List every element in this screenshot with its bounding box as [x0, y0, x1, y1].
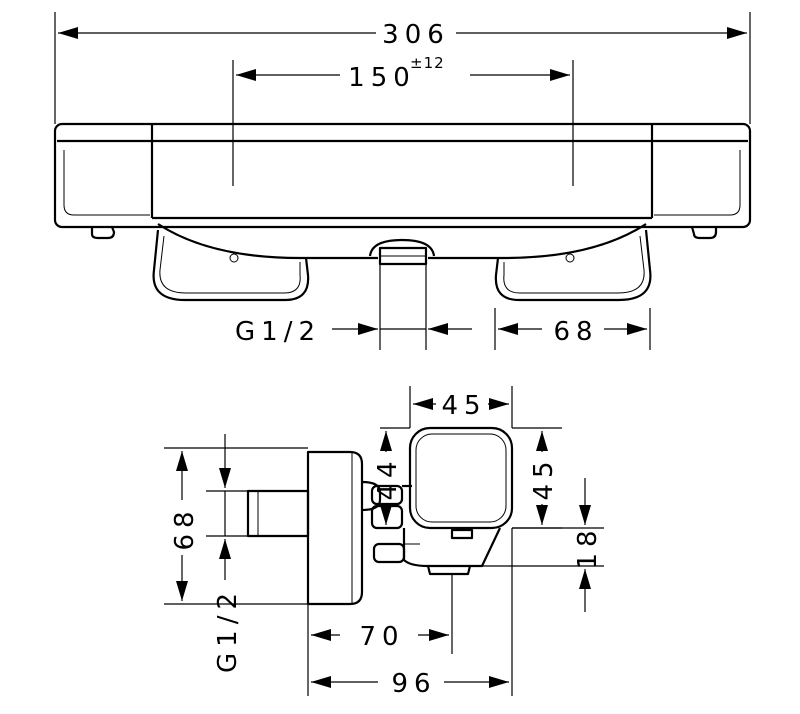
dim-depth-96: 96: [391, 669, 436, 699]
outlet: [368, 238, 436, 257]
side-handle-head: [408, 426, 514, 530]
thermostat-body: [53, 122, 752, 229]
dim-body-depth: 45: [441, 391, 486, 421]
dim-handle-width: 68: [553, 317, 598, 347]
dim-center-distance: 150: [348, 63, 416, 93]
side-view: 45 45 44 18 68 G1/2: [164, 386, 604, 699]
dim-outlet-offset: 18: [573, 524, 603, 569]
front-view: 306 150 ±12 G1/2 68: [53, 12, 752, 350]
left-handle: [152, 229, 310, 302]
side-spout: [402, 527, 501, 568]
dim-thread-top: G1/2: [235, 317, 321, 347]
dim-side-height: 68: [170, 505, 200, 550]
wall-connector: [246, 489, 310, 538]
right-handle: [494, 229, 652, 302]
dim-depth-70: 70: [359, 622, 404, 652]
side-body: [306, 450, 364, 606]
dim-center-tolerance: ±12: [410, 54, 445, 72]
dim-overall-width: 306: [382, 20, 450, 50]
dim-gap-44: 44: [373, 455, 403, 500]
dim-body-height: 45: [529, 455, 559, 500]
dim-thread-side: G1/2: [213, 587, 243, 673]
